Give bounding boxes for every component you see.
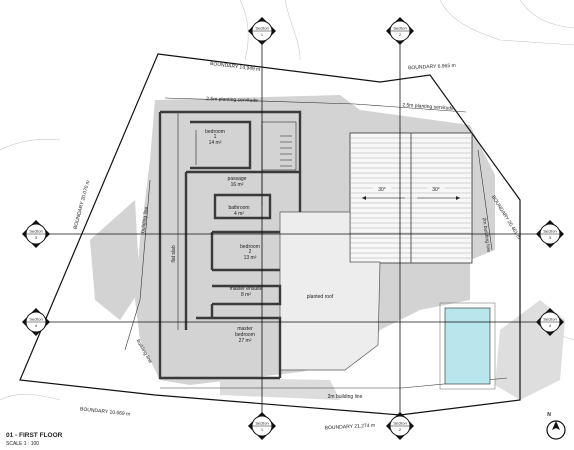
- drawing-title: 01 - FIRST FLOOR: [6, 432, 63, 439]
- section-marker-1-bottom[interactable]: Section 1: [248, 412, 276, 440]
- room-name: passage: [228, 176, 247, 182]
- swimming-pool: [444, 307, 491, 385]
- section-marker-word: Section: [29, 229, 42, 234]
- section-marker-number: 2: [399, 427, 402, 432]
- section-marker-number: 1: [261, 427, 264, 432]
- section-marker-number: 4: [549, 323, 552, 328]
- room-area: 8 m²: [241, 292, 251, 298]
- section-marker-4-left[interactable]: Section 4: [22, 308, 50, 336]
- room-area: 13 m²: [244, 255, 257, 261]
- room-area: 4 m²: [234, 211, 244, 217]
- section-lines: [46, 40, 540, 420]
- room-bedroom-2: bedroom 2 13 m²: [240, 244, 260, 261]
- drawing-scale: SCALE 1 : 100: [6, 441, 39, 447]
- section-marker-4-right[interactable]: Section 4: [536, 308, 564, 336]
- room-name-line-2: bedroom: [235, 332, 255, 338]
- building-line-label-right: 2m building line: [481, 217, 492, 252]
- section-marker-2-top[interactable]: Section 2: [386, 17, 414, 45]
- section-marker-number: 2: [399, 32, 402, 37]
- north-label: N: [547, 412, 551, 418]
- room-passage: passage 16 m²: [228, 176, 247, 188]
- planted-roof-label: planted roof: [307, 294, 334, 300]
- boundary-label-top-left: BOUNDARY 14.949 m: [210, 61, 261, 73]
- roof-pitch-left: 30°: [378, 187, 386, 193]
- boundary-label-left: BOUNDARY 20.070 m: [73, 180, 92, 230]
- section-marker-3-left[interactable]: Section 3: [22, 220, 50, 248]
- pool-deck: [439, 302, 496, 390]
- section-marker-word: Section: [29, 317, 42, 322]
- room-name: bedroom: [240, 244, 260, 250]
- section-marker-word: Section: [393, 26, 406, 31]
- roof-pitch-right: 30°: [432, 187, 440, 193]
- section-marker-word: Section: [393, 421, 406, 426]
- room-name: bathroom: [228, 205, 249, 211]
- section-marker-number: 1: [261, 32, 264, 37]
- section-marker-number: 4: [35, 323, 38, 328]
- building-line-label-bottom: 2m building line: [328, 394, 363, 400]
- section-marker-3-right[interactable]: Section 3: [536, 220, 564, 248]
- property-boundary: [19, 53, 521, 416]
- room-area: 27 m²: [239, 338, 252, 344]
- north-arrow: N: [546, 412, 566, 440]
- building-walls: [158, 110, 302, 380]
- room-name: master ensuite: [230, 286, 263, 292]
- boundary-label-top-right: BOUNDARY 6.965 m: [408, 63, 456, 71]
- room-area: 16 m²: [231, 182, 244, 188]
- room-bedroom-1: bedroom 1 14 m²: [205, 129, 225, 146]
- flat-slab-label: flat slab: [171, 245, 177, 262]
- section-marker-word: Section: [255, 421, 268, 426]
- planted-roof-outline: [279, 211, 381, 371]
- section-marker-word: Section: [543, 317, 556, 322]
- room-master-bedroom: master bedroom 27 m²: [235, 326, 255, 344]
- section-marker-2-bottom[interactable]: Section 2: [386, 412, 414, 440]
- section-marker-word: Section: [255, 26, 268, 31]
- boundary-label-bottom-left: BOUNDARY 10.669 m: [80, 406, 131, 417]
- room-area: 14 m²: [209, 140, 222, 146]
- boundary-label-bottom-right: BOUNDARY 21.274 m: [325, 423, 376, 432]
- room-number: 2: [249, 249, 252, 255]
- section-marker-number: 3: [549, 235, 552, 240]
- building-line-label-left: building line: [140, 206, 150, 233]
- servitude-label-left: 2.5m planting servitude: [206, 96, 258, 104]
- room-number: 1: [214, 134, 217, 140]
- section-marker-1-top[interactable]: Section 1: [248, 17, 276, 45]
- section-marker-word: Section: [543, 229, 556, 234]
- room-bathroom: bathroom 4 m²: [228, 205, 249, 217]
- room-master-ensuite: master ensuite 8 m²: [230, 286, 263, 298]
- pitched-roof: [349, 132, 473, 264]
- room-name: bedroom: [205, 129, 225, 135]
- section-marker-number: 3: [35, 235, 38, 240]
- servitude-label-right: 2.5m planting servitude: [402, 102, 454, 112]
- room-name: master: [237, 326, 253, 332]
